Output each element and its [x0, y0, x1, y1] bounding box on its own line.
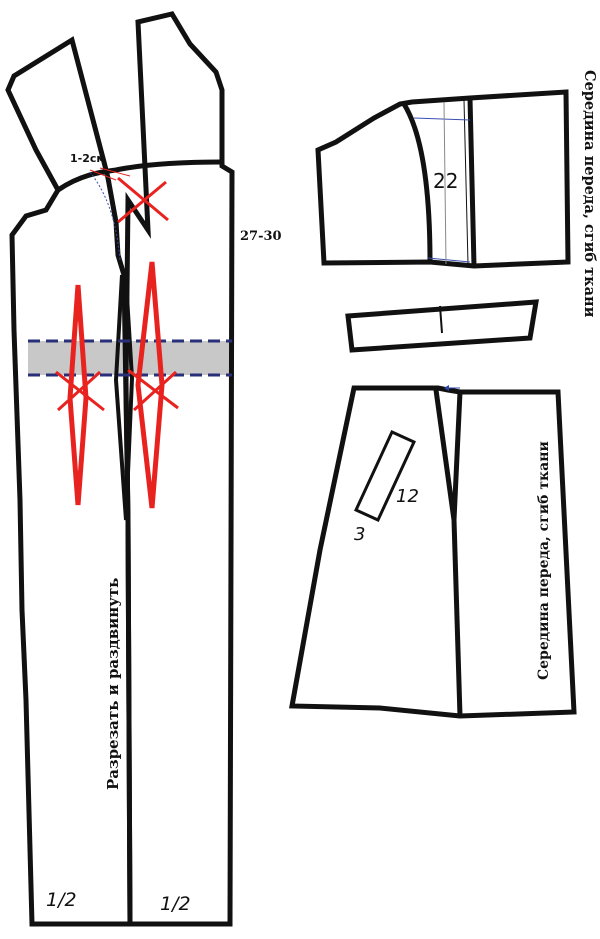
center-dart: [113, 274, 135, 521]
bodice-guide-top: [413, 117, 471, 121]
ease-guide-lines: [89, 167, 131, 181]
skirt-piece: 12 3: [289, 385, 577, 719]
pocket-width-label: 3: [354, 524, 365, 545]
dress-pattern: 1-2см 27-30 Разрезать и раздвинуть 1/2 1…: [5, 11, 282, 927]
bodice-armhole-curve: [401, 102, 433, 263]
pocket-outline: [354, 430, 416, 522]
cut-and-spread-label: Разрезать и раздвинуть: [104, 578, 122, 790]
bodice-outline: [315, 89, 571, 269]
red-cross-marks: [55, 176, 179, 412]
waist-measure-label: 27-30: [240, 229, 282, 244]
yoke-curve: [56, 159, 223, 193]
center-front-label-top: Середина переда, сгиб ткани: [581, 70, 598, 318]
red-dart-right: [135, 261, 165, 509]
skirt-fold-line: [451, 519, 463, 717]
center-front-label-bottom: Середина переда, сгиб ткани: [536, 441, 552, 680]
waistband-strip: [345, 299, 539, 353]
bodice-guide-bottom: [427, 257, 471, 263]
skirt-outline: [289, 385, 577, 719]
bodice-guide-mid: [443, 101, 447, 265]
red-dart-left: [67, 284, 89, 506]
waistband-outline: [345, 299, 539, 353]
skirt-arrow-head: [444, 385, 449, 391]
half-right-label: 1/2: [160, 893, 191, 915]
pocket-length-label: 12: [396, 486, 419, 507]
bodice-piece: 22: [315, 89, 571, 269]
waistband-divider: [439, 305, 443, 334]
shoulder-guide-curve: [89, 171, 121, 261]
bodice-number-label: 22: [433, 169, 458, 193]
dress-right-panel-outline: [123, 11, 235, 927]
ease-note-label: 1-2см: [70, 152, 105, 165]
half-left-label: 1/2: [46, 889, 77, 911]
bodice-fold-line: [467, 97, 477, 267]
bodice-inner-line: [463, 99, 469, 265]
skirt-dart: [433, 389, 463, 521]
dress-left-panel-outline: [5, 36, 133, 927]
